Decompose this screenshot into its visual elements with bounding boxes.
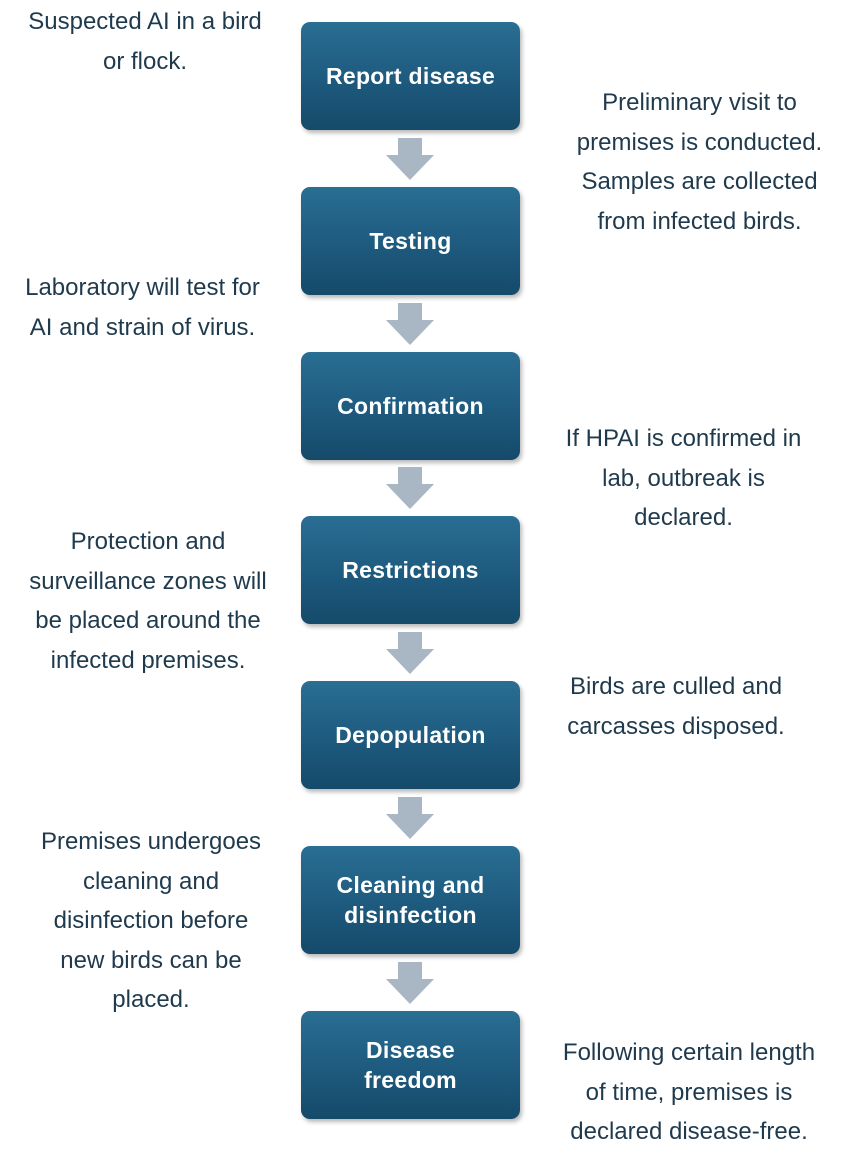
- step-cleaning-disinfection: Cleaning and disinfection: [301, 846, 520, 954]
- note-freedom-right: Following certain length of time, premis…: [562, 1039, 816, 1145]
- note-preliminary-right: Preliminary visit to premises is conduct…: [576, 89, 823, 235]
- note-culled-right: Birds are culled and carcasses disposed.: [567, 673, 785, 740]
- step-disease-freedom: Disease freedom: [301, 1011, 520, 1119]
- down-arrow-icon: [386, 632, 434, 674]
- down-arrow-icon: [386, 138, 434, 180]
- down-arrow-icon: [386, 797, 434, 839]
- step-testing: Testing: [301, 187, 520, 295]
- down-arrow-icon: [386, 962, 434, 1004]
- note-lab-left: Laboratory will test for AI and strain o…: [25, 274, 260, 341]
- note-report-left: Suspected AI in a bird or flock.: [28, 8, 262, 75]
- step-restrictions: Restrictions: [301, 516, 520, 624]
- down-arrow-icon: [386, 303, 434, 345]
- note-hpai-right: If HPAI is confirmed in lab, outbreak is…: [565, 425, 802, 531]
- note-zones-left: Protection and surveillance zones will b…: [29, 528, 267, 674]
- down-arrow-icon: [386, 467, 434, 509]
- note-cleaning-left: Premises undergoes cleaning and disinfec…: [40, 828, 262, 1013]
- step-confirmation: Confirmation: [301, 352, 520, 460]
- step-report-disease: Report disease: [301, 22, 520, 130]
- step-depopulation: Depopulation: [301, 681, 520, 789]
